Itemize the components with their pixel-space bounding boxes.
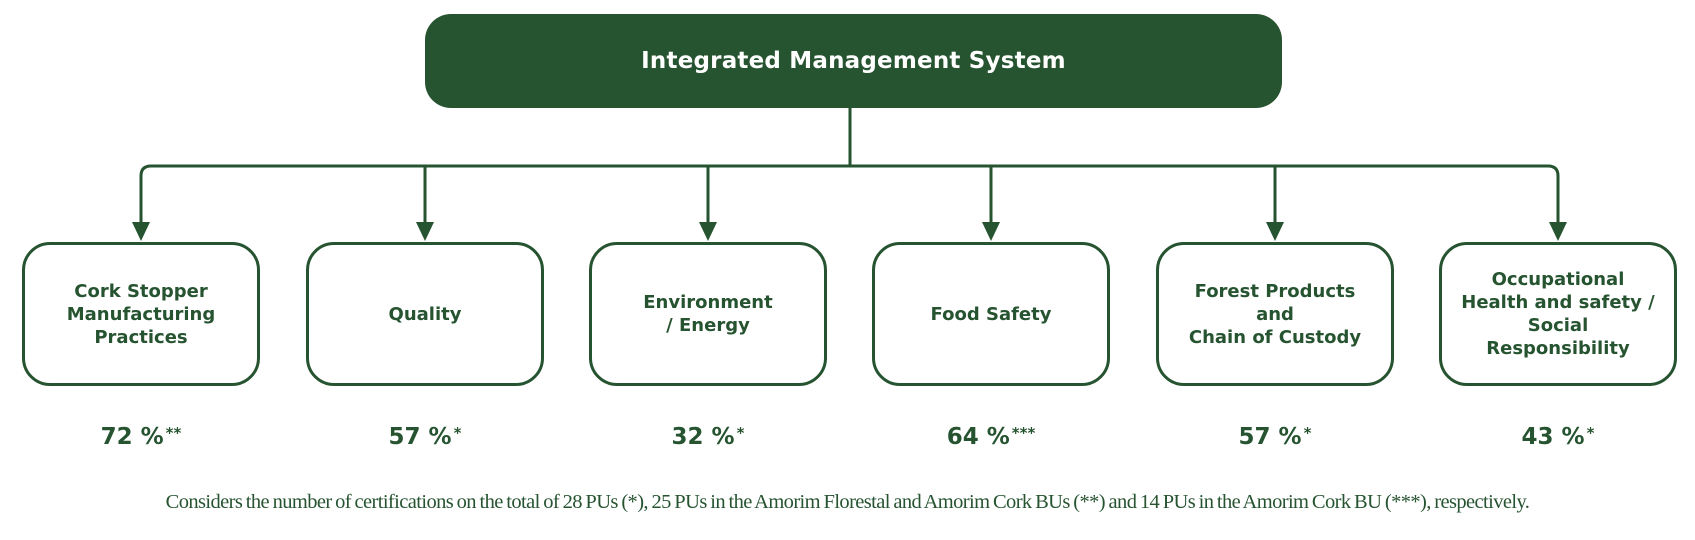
branch-bar	[139, 164, 1560, 228]
node-label: Environment / Energy	[643, 292, 773, 336]
arrowhead-icon	[699, 222, 717, 241]
root-label: Integrated Management System	[641, 48, 1066, 74]
footnote-marker: *	[736, 424, 745, 442]
node-label: Forest Products and Chain of Custody	[1188, 280, 1362, 348]
percent-value: 32 %	[671, 424, 735, 450]
footnote-marker: *	[1303, 424, 1312, 442]
node-occupational-health: Occupational Health and safety / Social …	[1439, 242, 1677, 386]
percent-value: 64 %	[946, 424, 1010, 450]
footnote-marker: **	[165, 424, 182, 442]
node-label: Food Safety	[930, 303, 1052, 325]
footnote-marker: *	[453, 424, 462, 442]
node-label: Cork Stopper Manufacturing Practices	[66, 280, 216, 348]
node-environment: Environment / Energy	[589, 242, 827, 386]
node-food-safety: Food Safety	[872, 242, 1110, 386]
percent-value: 43 %	[1521, 424, 1585, 450]
node-quality: Quality	[306, 242, 544, 386]
percent-quality: 57 %*	[306, 424, 544, 450]
footnote-marker: ***	[1011, 424, 1036, 442]
arrowhead-icon	[132, 222, 150, 241]
arrowhead-icon	[982, 222, 1000, 241]
arrowhead-icon	[416, 222, 434, 241]
percent-value: 72 %	[100, 424, 164, 450]
node-label: Occupational Health and safety / Social …	[1461, 269, 1655, 359]
percent-value: 57 %	[388, 424, 452, 450]
footnote-text: Considers the number of certifications o…	[165, 491, 1530, 513]
arrowhead-icon	[1266, 222, 1284, 241]
arrowhead-icon	[1549, 222, 1567, 241]
percent-occupational-health: 43 %*	[1439, 424, 1677, 450]
percent-forest-products: 57 %*	[1156, 424, 1394, 450]
percent-value: 57 %	[1238, 424, 1302, 450]
root-node: Integrated Management System	[425, 14, 1282, 108]
node-label: Quality	[388, 303, 462, 325]
percent-cork-stopper: 72 %**	[22, 424, 260, 450]
node-cork-stopper: Cork Stopper Manufacturing Practices	[22, 242, 260, 386]
percent-environment: 32 %*	[589, 424, 827, 450]
percent-food-safety: 64 %***	[872, 424, 1110, 450]
node-forest-products: Forest Products and Chain of Custody	[1156, 242, 1394, 386]
footnote-marker: *	[1586, 424, 1595, 442]
